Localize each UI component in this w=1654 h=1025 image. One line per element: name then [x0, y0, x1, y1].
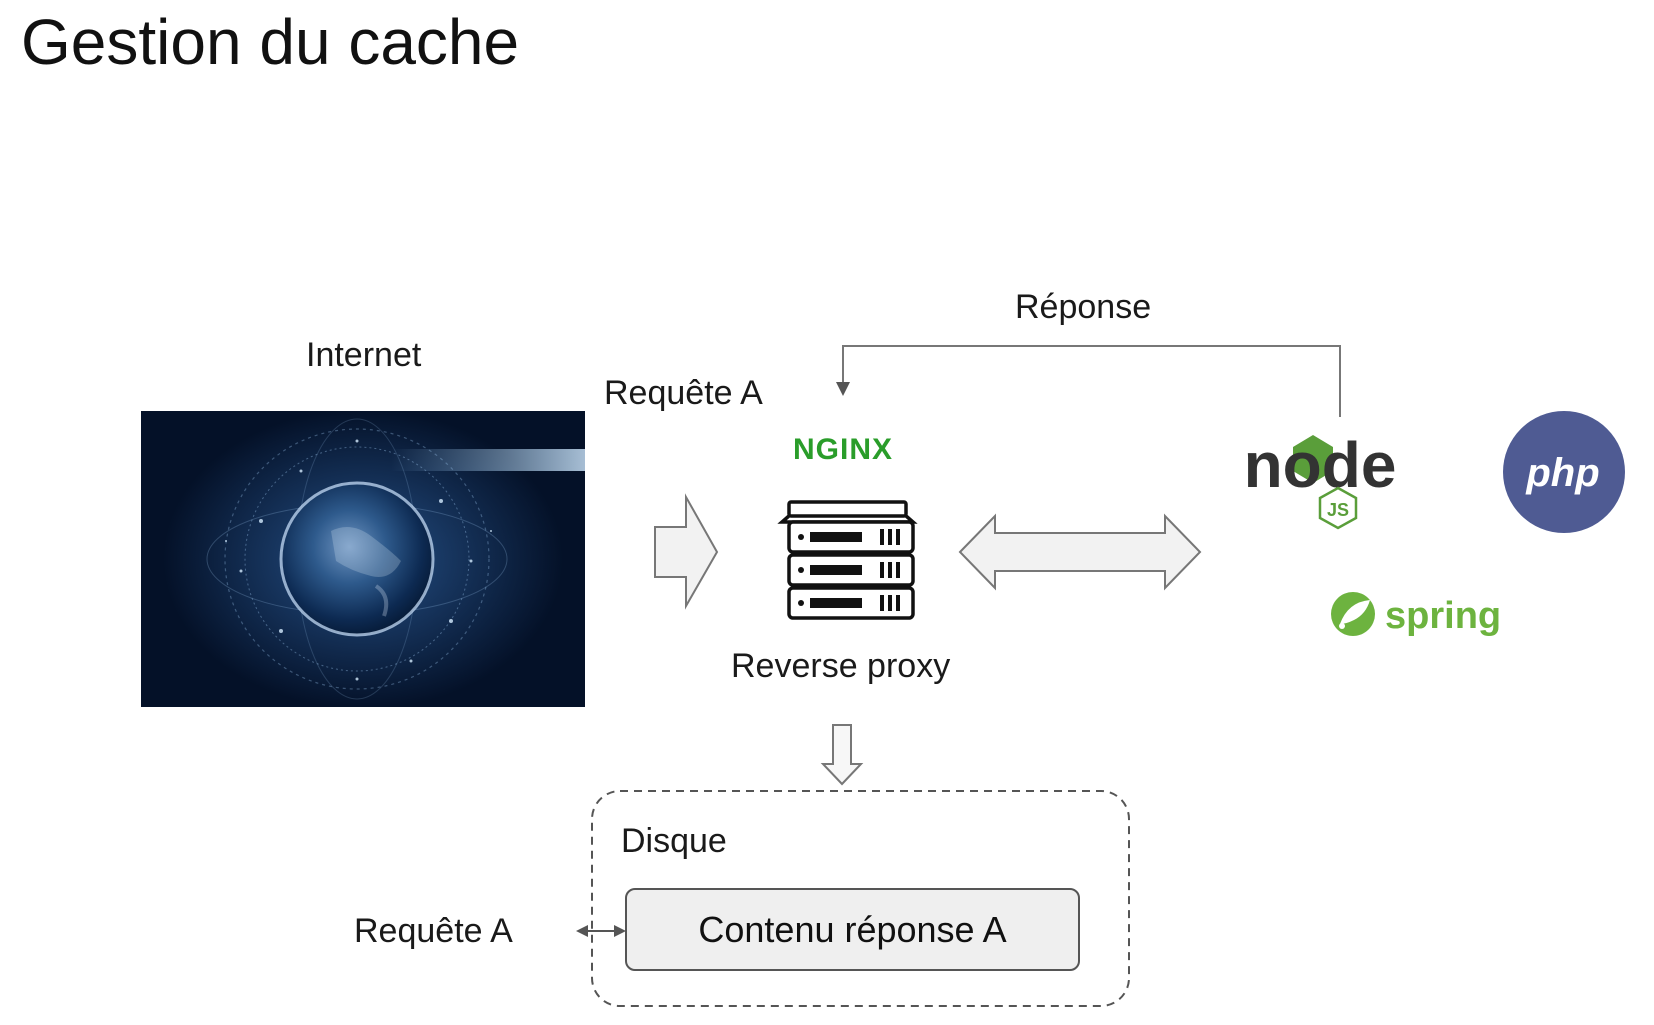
spring-logo: spring [1331, 592, 1501, 637]
double-block-arrow-icon [958, 513, 1202, 591]
cached-content-label: Contenu réponse A [698, 908, 1007, 950]
right-block-arrow-icon [654, 493, 719, 610]
internet-label: Internet [306, 336, 422, 374]
small-arrow-right-head-icon [614, 925, 626, 937]
request-bottom-label: Requête A [354, 912, 513, 950]
request-top-label: Requête A [604, 374, 763, 412]
response-arrowhead-icon [836, 382, 850, 396]
nodejs-logo: node JS [1244, 429, 1397, 530]
disk-container [591, 790, 1130, 1007]
spring-logo-text: spring [1385, 595, 1501, 637]
response-label: Réponse [1015, 288, 1152, 326]
node-logo-text: node [1244, 429, 1397, 501]
small-arrow-left-head-icon [576, 925, 588, 937]
page-title: Gestion du cache [21, 6, 520, 78]
internet-globe-image [141, 411, 585, 707]
cached-content-box: Contenu réponse A [625, 888, 1080, 971]
disk-label: Disque [621, 822, 727, 860]
php-logo-text: php [1525, 451, 1599, 495]
reverse-proxy-label: Reverse proxy [731, 647, 951, 685]
nginx-logo: NGINX [793, 433, 893, 466]
globe-icon [141, 411, 585, 707]
php-logo: php [1503, 411, 1625, 533]
down-block-arrow-icon [820, 724, 864, 786]
response-connector-line [842, 345, 1341, 417]
node-js-badge-text: JS [1327, 500, 1349, 520]
